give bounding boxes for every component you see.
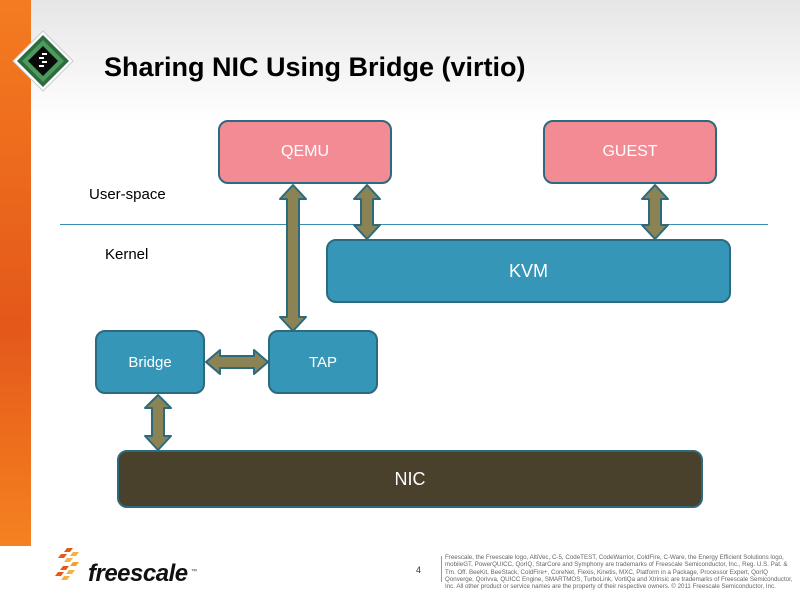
qemu-box: QEMU <box>218 120 392 184</box>
orange-sidebar <box>0 0 31 546</box>
arrow-bridge-nic <box>144 394 172 451</box>
guest-box: GUEST <box>543 120 717 184</box>
tap-label: TAP <box>308 353 338 371</box>
arrow-guest-kvm <box>641 184 669 240</box>
user-space-label: User-space <box>89 186 166 203</box>
legal-divider <box>441 556 442 582</box>
nic-label: NIC <box>394 468 426 489</box>
kvm-box: KVM <box>326 239 731 303</box>
bridge-box: Bridge <box>95 330 205 394</box>
user-kernel-divider <box>60 224 768 225</box>
trademark-symbol: ™ <box>191 569 197 575</box>
freescale-chip-logo-icon <box>12 30 74 92</box>
legal-notice: Freescale, the Freescale logo, AltiVec, … <box>445 554 793 591</box>
guest-label: GUEST <box>602 143 658 160</box>
page-number: 4 <box>416 565 422 575</box>
tap-box: TAP <box>268 330 378 394</box>
kernel-label: Kernel <box>105 246 149 263</box>
arrow-qemu-tap <box>279 184 307 332</box>
freescale-brand-mark-icon <box>55 548 79 580</box>
header-background <box>0 0 800 120</box>
bridge-label: Bridge <box>128 353 172 371</box>
freescale-wordmark: freescale <box>88 560 188 587</box>
nic-box: NIC <box>117 450 703 508</box>
arrow-bridge-tap <box>205 349 269 375</box>
kvm-label: KVM <box>508 260 548 281</box>
arrow-qemu-kvm <box>353 184 381 240</box>
slide-title: Sharing NIC Using Bridge (virtio) <box>104 52 526 82</box>
qemu-label: QEMU <box>281 143 329 160</box>
